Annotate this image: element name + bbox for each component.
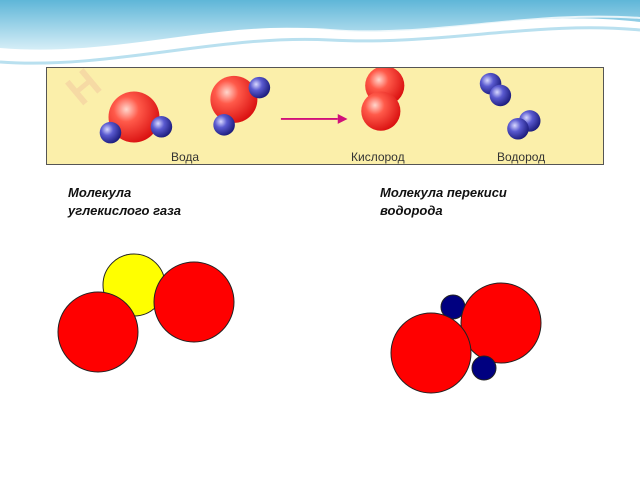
- oxygen-molecule: [361, 68, 405, 131]
- reaction-arrow: [280, 114, 348, 124]
- h2o2-caption: Молекула перекиси водорода: [380, 184, 580, 220]
- oxygen-atom-lower: [390, 312, 472, 394]
- hydrogen-molecule-2: [507, 110, 541, 140]
- hydrogen-molecule-1: [479, 72, 512, 107]
- h2o2-caption-line-2: водорода: [380, 203, 443, 218]
- water-molecule-1: [99, 91, 173, 144]
- water-molecule-2: [210, 75, 271, 136]
- header-wave-decoration: [0, 0, 640, 65]
- co2-caption-line-2: углекислого газа: [68, 203, 181, 218]
- hydrogen-label: Водород: [497, 150, 546, 164]
- water-label: Вода: [171, 150, 200, 164]
- molecules-diagram-panel: Н Вода: [46, 67, 604, 165]
- h2o2-caption-line-1: Молекула перекиси: [380, 185, 507, 200]
- co2-molecule-model: [57, 253, 235, 373]
- co2-caption-line-1: Молекула: [68, 185, 132, 200]
- h2o2-molecule-model: [390, 282, 542, 394]
- co2-caption: Молекула углекислого газа: [68, 184, 268, 220]
- oxygen-atom-right: [153, 261, 235, 343]
- hydrogen-atom-bottom: [471, 355, 497, 381]
- oxygen-label: Кислород: [351, 150, 405, 164]
- oxygen-atom-upper: [460, 282, 542, 364]
- oxygen-atom-left: [57, 291, 139, 373]
